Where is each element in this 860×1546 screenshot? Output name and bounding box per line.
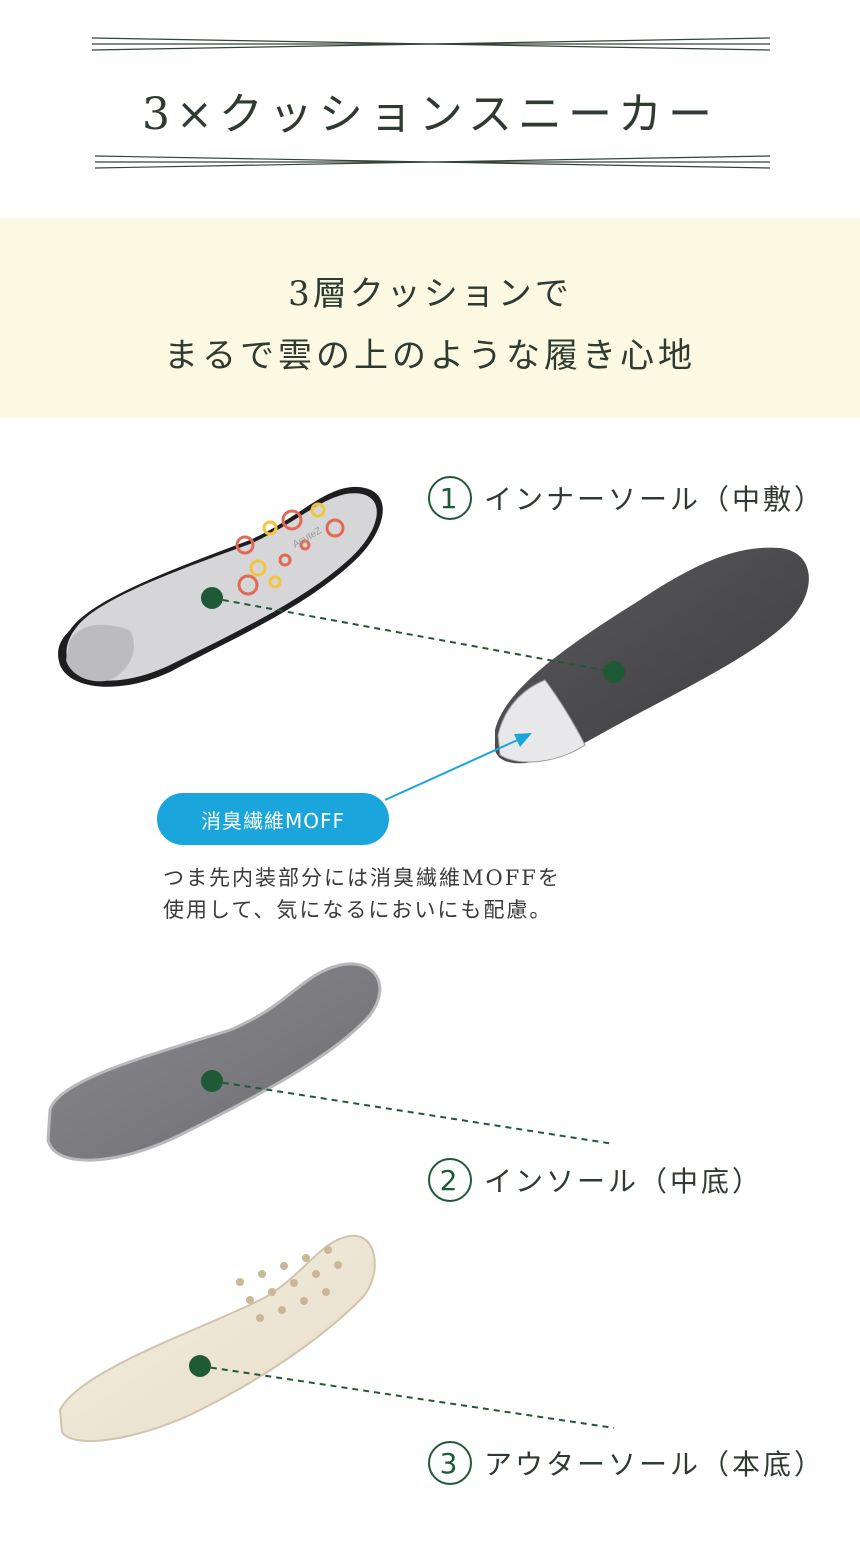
insole-image bbox=[46, 962, 382, 1162]
page-title: 3×クッションスニーカー bbox=[142, 89, 718, 140]
marker-dot-2 bbox=[201, 1070, 223, 1092]
layer-name-3: アウターソール（本底） bbox=[484, 1448, 826, 1481]
layer-label-3: 3 アウターソール（本底） bbox=[428, 1441, 825, 1485]
connector-line-2 bbox=[211, 1080, 615, 1145]
marker-dot-1b bbox=[603, 661, 625, 683]
outsole-image bbox=[58, 1234, 376, 1442]
moff-arrow-line bbox=[384, 737, 523, 801]
header-decoration bbox=[91, 37, 771, 169]
headline-line-2: まるで雲の上のような履き心地 bbox=[164, 336, 696, 376]
marker-dot-3 bbox=[189, 1355, 211, 1377]
headline-band: 3層クッションで まるで雲の上のような履き心地 bbox=[0, 218, 860, 418]
moff-arrow-head bbox=[514, 733, 532, 747]
headline-line-1: 3層クッションで bbox=[288, 274, 572, 314]
marker-dot-1 bbox=[201, 587, 223, 609]
moff-description-line-1: つま先内装部分には消臭繊維MOFFを bbox=[163, 866, 561, 890]
connector-line-3 bbox=[199, 1365, 615, 1429]
layer-label-2: 2 インソール（中底） bbox=[428, 1158, 763, 1202]
moff-description: つま先内装部分には消臭繊維MOFFを 使用して、気になるにおいにも配慮。 bbox=[163, 862, 723, 926]
layer-label-1: 1 インナーソール（中敷） bbox=[428, 476, 825, 520]
moff-badge: 消臭繊維MOFF bbox=[157, 793, 389, 845]
layer-number-1: 1 bbox=[428, 476, 472, 520]
inner-insole-top-image: AcuteZ bbox=[58, 486, 383, 687]
connector-line-1 bbox=[211, 597, 615, 673]
layer-number-3: 3 bbox=[428, 1441, 472, 1485]
layer-number-2: 2 bbox=[428, 1158, 472, 1202]
sole-layers-illustration: AcuteZ bbox=[46, 486, 809, 1442]
inner-insole-bottom-image bbox=[495, 547, 809, 764]
layer-name-1: インナーソール（中敷） bbox=[484, 483, 826, 516]
moff-description-line-2: 使用して、気になるにおいにも配慮。 bbox=[163, 898, 553, 922]
layer-name-2: インソール（中底） bbox=[484, 1165, 764, 1198]
